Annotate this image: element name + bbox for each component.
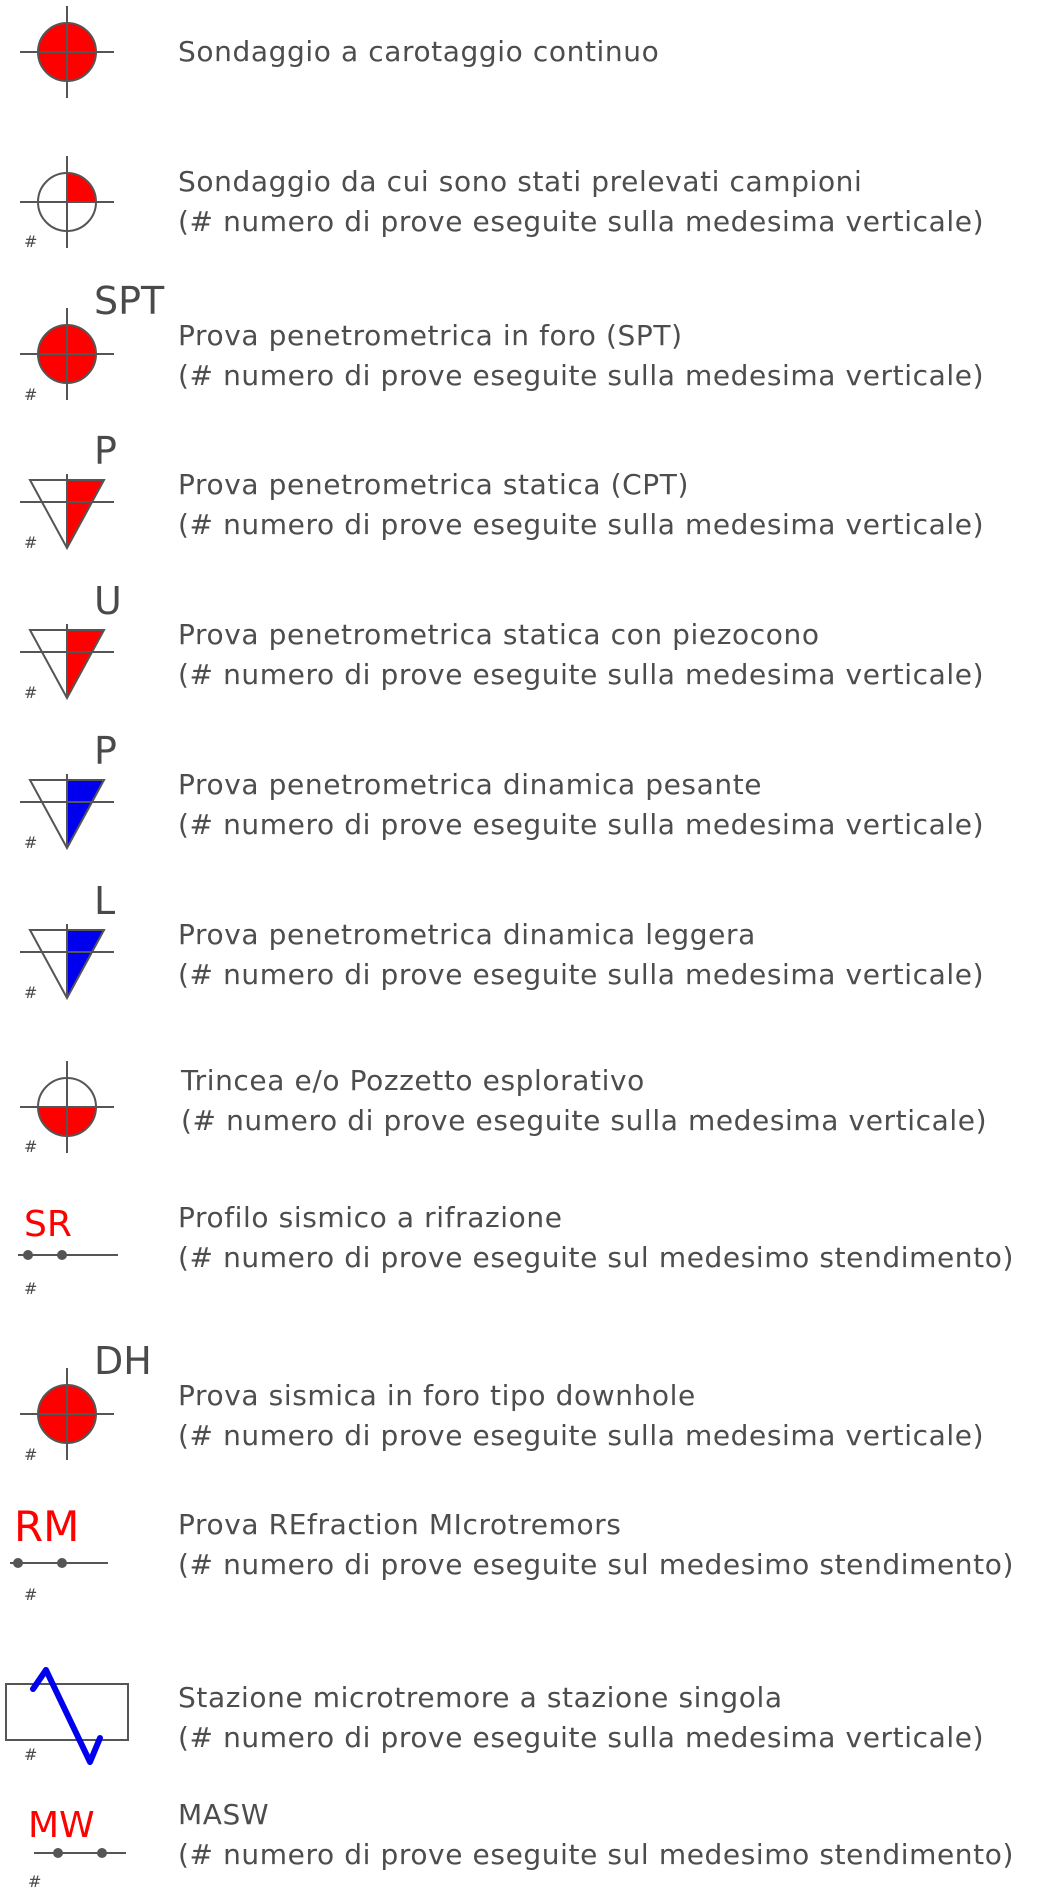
downhole-borehole-icon: DH # [20, 1339, 152, 1464]
spt-borehole-icon: SPT # [20, 279, 165, 404]
hash-mark: # [24, 1585, 37, 1604]
legend-item-hvsr: # Stazione microtremore a stazione singo… [0, 1650, 1050, 1770]
legend-line-1: Sondaggio da cui sono stati prelevati ca… [178, 165, 863, 198]
dpsh-triangle-icon: P # [20, 729, 117, 852]
hash-mark: # [24, 683, 37, 702]
legend-line-2: (# numero di prove eseguite sul medesimo… [178, 1241, 1014, 1274]
legend-item-sondaggio-continuo: Sondaggio a carotaggio continuo [0, 0, 1050, 110]
legend-text: Sondaggio a carotaggio continuo [178, 32, 659, 72]
legend-item-dpsh: P # Prova penetrometrica dinamica pesant… [0, 729, 1050, 860]
symbol-label: RM [14, 1502, 79, 1551]
legend-text: Prova REfraction MIcrotremors (# numero … [178, 1505, 1014, 1585]
borehole-sample-icon: # [20, 156, 114, 251]
hash-mark: # [24, 1279, 37, 1298]
masw-line-icon: MW # [28, 1805, 126, 1890]
legend-line-2: (# numero di prove eseguite sulla medesi… [178, 658, 985, 691]
legend-text: Sondaggio da cui sono stati prelevati ca… [178, 162, 984, 242]
legend-line-2: (# numero di prove eseguite sulla medesi… [178, 1419, 985, 1452]
legend-line-1: Prova REfraction MIcrotremors [178, 1508, 622, 1541]
symbol-label: DH [94, 1339, 152, 1383]
legend-line-2: (# numero di prove eseguite sulla medesi… [178, 1721, 985, 1754]
legend-line-1: Prova penetrometrica statica con piezoco… [178, 618, 820, 651]
legend-item-spt: SPT # Prova penetrometrica in foro (SPT)… [0, 279, 1050, 410]
symbol-label: P [94, 429, 117, 473]
legend-line-2: (# numero di prove eseguite sulla medesi… [178, 808, 985, 841]
legend-item-cpt: P # Prova penetrometrica statica (CPT) (… [0, 429, 1050, 560]
legend-line-1: Trincea e/o Pozzetto esplorativo [181, 1064, 645, 1097]
legend-text: Prova sismica in foro tipo downhole (# n… [178, 1376, 984, 1456]
legend-line-1: MASW [178, 1798, 270, 1831]
legend-text: Prova penetrometrica dinamica leggera (#… [178, 915, 984, 995]
legend-line-2: (# numero di prove eseguite sulla medesi… [178, 359, 985, 392]
legend-item-masw: MW # MASW (# numero di prove eseguite su… [0, 1795, 1050, 1890]
legend-line-1: Profilo sismico a rifrazione [178, 1201, 563, 1234]
legend-line-2: (# numero di prove eseguite sul medesimo… [178, 1548, 1014, 1581]
legend-text: Stazione microtremore a stazione singola… [178, 1678, 984, 1758]
legend-item-sondaggio-campioni: # Sondaggio da cui sono stati prelevati … [0, 150, 1050, 260]
legend-line-1: Sondaggio a carotaggio continuo [178, 35, 660, 68]
legend-item-dpl: L # Prova penetrometrica dinamica legger… [0, 879, 1050, 1010]
hash-mark: # [24, 1445, 37, 1464]
legend-text: Prova penetrometrica dinamica pesante (#… [178, 765, 984, 845]
legend-line-1: Prova penetrometrica statica (CPT) [178, 468, 689, 501]
legend-text: Prova penetrometrica in foro (SPT) (# nu… [178, 316, 984, 396]
hash-mark: # [24, 833, 37, 852]
legend-text: Trincea e/o Pozzetto esplorativo (# nume… [181, 1061, 987, 1141]
legend-item-cptu: U # Prova penetrometrica statica con pie… [0, 579, 1050, 710]
legend-text: Profilo sismico a rifrazione (# numero d… [178, 1198, 1014, 1278]
hash-mark: # [24, 533, 37, 552]
legend-item-trincea: # Trincea e/o Pozzetto esplorativo (# nu… [0, 1055, 1050, 1165]
legend-line-2: (# numero di prove eseguite sulla medesi… [181, 1104, 988, 1137]
symbol-label: P [94, 729, 117, 773]
legend-line-2: (# numero di prove eseguite sulla medesi… [178, 958, 985, 991]
symbol-label: U [94, 579, 122, 623]
trench-pit-icon: # [20, 1061, 114, 1156]
legend-line-1: Prova sismica in foro tipo downhole [178, 1379, 696, 1412]
microtremor-station-icon: # [5, 1667, 129, 1765]
legend-line-1: Prova penetrometrica in foro (SPT) [178, 319, 683, 352]
cptu-triangle-icon: U # [20, 579, 122, 702]
legend-line-1: Stazione microtremore a stazione singola [178, 1681, 783, 1714]
borehole-full-icon [20, 6, 114, 98]
legend-line-1: Prova penetrometrica dinamica pesante [178, 768, 763, 801]
hash-mark: # [24, 983, 37, 1002]
hash-mark: # [28, 1872, 41, 1890]
symbol-label: SPT [94, 279, 165, 323]
symbol-label: L [94, 879, 115, 923]
legend-text: MASW (# numero di prove eseguite sul med… [178, 1795, 1014, 1875]
hash-mark: # [24, 385, 37, 404]
hash-mark: # [24, 1745, 37, 1764]
legend-line-2: (# numero di prove eseguite sul medesimo… [178, 1838, 1014, 1871]
dpl-triangle-icon: L # [20, 879, 115, 1002]
legend-line-2: (# numero di prove eseguite sulla medesi… [178, 508, 985, 541]
legend-item-dh: DH # Prova sismica in foro tipo downhole… [0, 1339, 1050, 1470]
hash-mark: # [24, 1137, 37, 1156]
remi-line-icon: RM # [10, 1502, 108, 1604]
legend-line-1: Prova penetrometrica dinamica leggera [178, 918, 756, 951]
legend-item-sr: SR # Profilo sismico a rifrazione (# num… [0, 1190, 1050, 1300]
cpt-triangle-icon: P # [20, 429, 117, 552]
legend-text: Prova penetrometrica statica (CPT) (# nu… [178, 465, 984, 545]
legend-line-2: (# numero di prove eseguite sulla medesi… [178, 205, 985, 238]
seismic-refraction-icon: SR # [18, 1204, 118, 1298]
symbol-label: MW [28, 1805, 95, 1846]
legend-item-rm: RM # Prova REfraction MIcrotremors (# nu… [0, 1495, 1050, 1605]
symbol-label: SR [24, 1204, 72, 1245]
hash-mark: # [24, 232, 37, 251]
legend-text: Prova penetrometrica statica con piezoco… [178, 615, 984, 695]
